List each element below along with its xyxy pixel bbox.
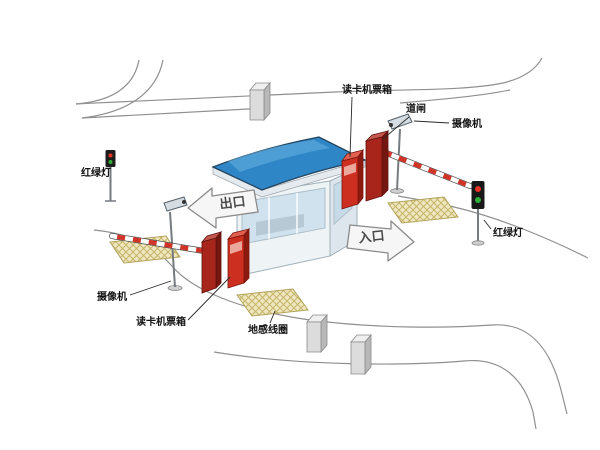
card-reader-exit — [226, 227, 251, 289]
road-top-edge — [75, 57, 543, 105]
barrier-housing-side — [215, 230, 222, 289]
exit-label: 出口 — [219, 194, 247, 213]
barrier-arm — [109, 233, 207, 254]
reader-side — [243, 227, 250, 284]
leader-card-reader-entry — [349, 96, 353, 158]
roof-highlight — [228, 140, 330, 172]
annotations: 读卡机票箱 道闸 摄像机 红绿灯 摄像机 读卡机票箱 地感线圈 红绿灯 — [81, 83, 523, 336]
reader-panel — [230, 241, 242, 254]
pillar-side-face — [320, 313, 328, 354]
pillar-front-face — [306, 321, 322, 353]
camera-lens-icon — [389, 123, 393, 127]
road-bottom-edge-2 — [213, 351, 537, 430]
traffic-light-left-label: 红绿灯 — [81, 166, 111, 179]
road-corner-inner — [81, 59, 164, 119]
camera-lens-icon — [182, 200, 186, 204]
pillar-box-bottom-2 — [350, 333, 372, 376]
barrier-housing-front — [201, 237, 217, 294]
barrier-housing-side — [381, 130, 389, 197]
pillar-box-top — [249, 81, 271, 122]
traffic-light-right — [471, 181, 485, 246]
card-reader-exit-label: 读卡机票箱 — [136, 315, 186, 328]
leader-camera-entry — [413, 120, 450, 124]
card-reader-entry — [341, 148, 364, 210]
red-light-icon — [475, 186, 481, 192]
ground-coil-middle — [236, 288, 309, 317]
green-light-icon — [475, 197, 481, 203]
pillar-front-face — [249, 89, 265, 121]
leader-camera-exit — [129, 280, 172, 296]
traffic-light-right-label: 红绿灯 — [493, 226, 523, 239]
camera-exit — [163, 196, 188, 291]
card-reader-entry-label: 读卡机票箱 — [342, 83, 392, 96]
camera-exit-label: 摄像机 — [97, 290, 127, 303]
entry-arrow-icon — [346, 220, 415, 262]
traffic-light-head — [105, 150, 116, 167]
booth-interior-desk — [256, 214, 304, 236]
road-corner-outer — [75, 59, 140, 105]
direction-arrows: 出口 入口 — [187, 187, 415, 262]
traffic-light-left — [105, 150, 116, 202]
camera-pole — [169, 211, 176, 288]
camera-entry-label: 摄像机 — [452, 117, 482, 130]
leader-ground-coil — [269, 310, 276, 324]
pillar-side-face — [263, 81, 271, 122]
road-top-edge-2-right — [399, 89, 511, 104]
ground-coil-label: 地感线圈 — [248, 323, 288, 336]
barrier-housing-front — [365, 136, 383, 202]
barrier-gate-exit — [109, 230, 223, 294]
barrier-arm — [381, 149, 473, 189]
pillar-side-face — [364, 333, 372, 376]
camera-head-icon — [163, 196, 188, 212]
ground-coil-entry — [387, 196, 459, 224]
entry-label: 入口 — [358, 229, 385, 247]
pillar-box-bottom-1 — [306, 313, 328, 354]
reader-side — [357, 148, 364, 206]
traffic-light-head — [471, 181, 485, 209]
barrier-gate-entry — [364, 130, 473, 202]
green-light-icon — [108, 160, 113, 164]
red-light-icon — [108, 153, 113, 158]
reader-panel — [344, 163, 356, 176]
pillar-front-face — [350, 341, 366, 375]
leader-barrier-gate — [382, 116, 410, 140]
leader-traffic-light-right — [483, 219, 492, 230]
leader-card-reader-exit — [187, 276, 231, 321]
exit-arrow-icon — [187, 187, 259, 229]
traffic-light-base — [471, 240, 485, 246]
barrier-gate-label: 道闸 — [406, 102, 426, 115]
